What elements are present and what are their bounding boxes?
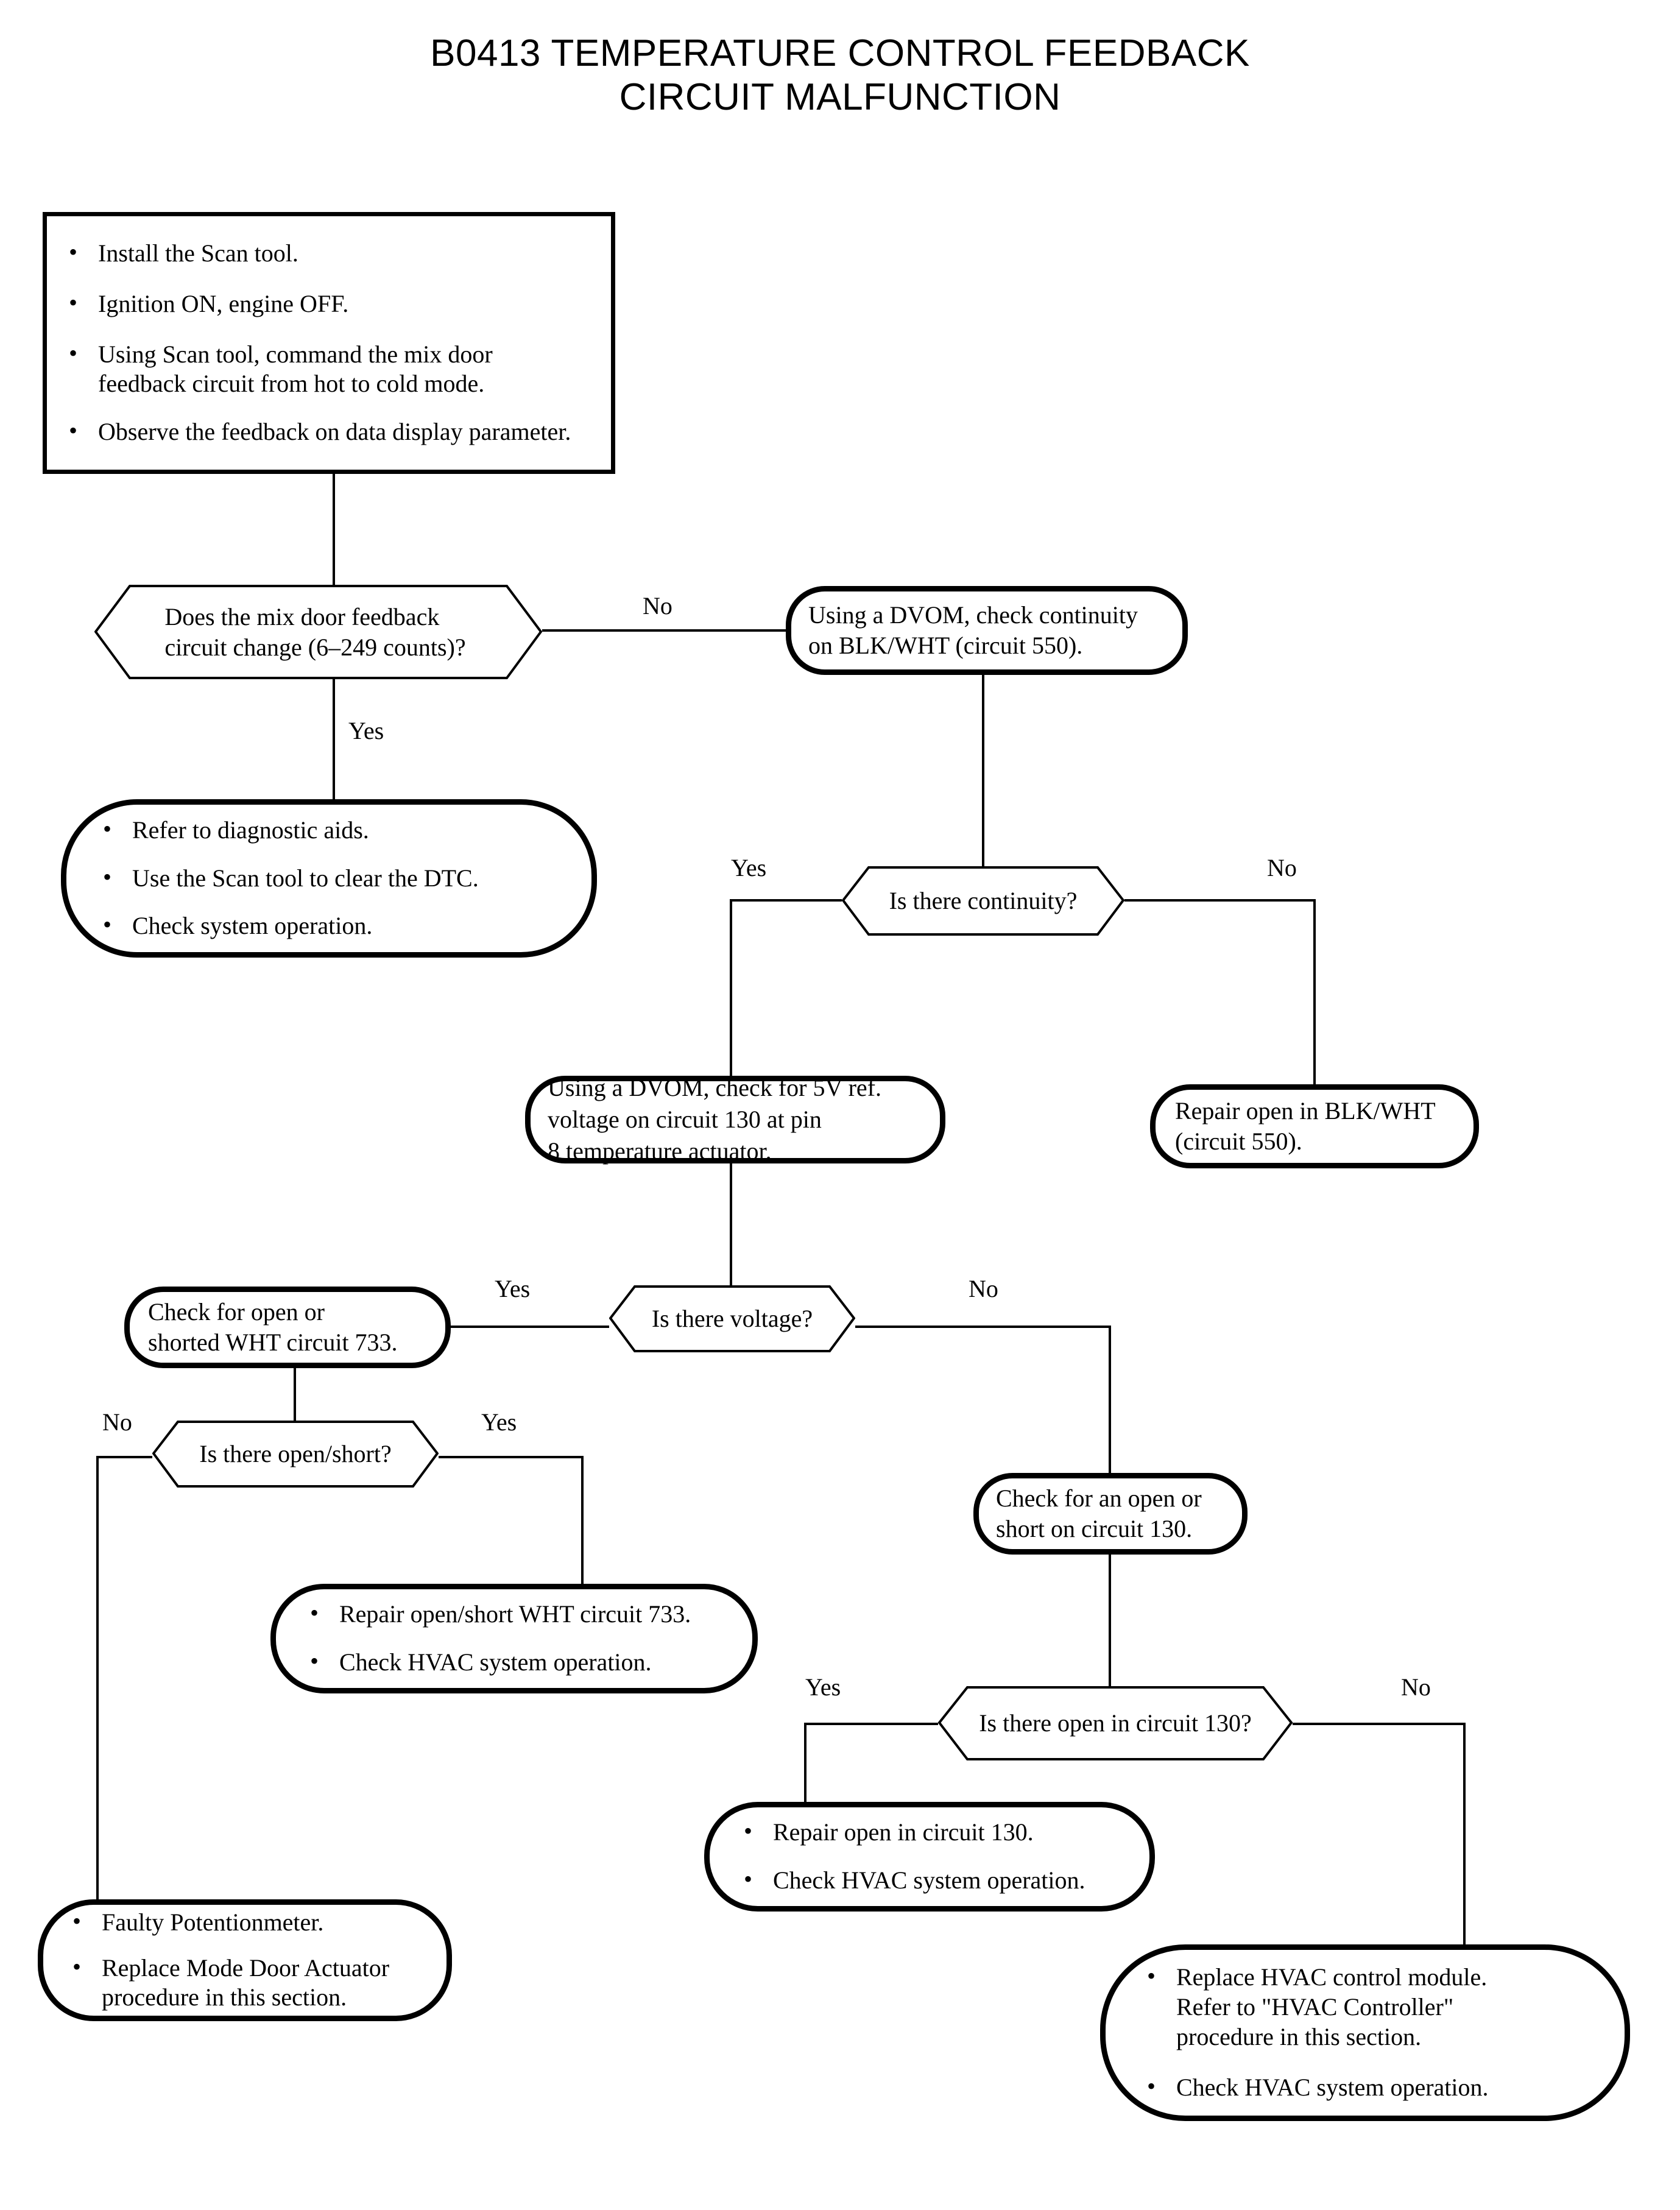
edge-label-openshort-no: No [102, 1408, 132, 1436]
wire-open130-yes [804, 1723, 938, 1802]
list-item: Observe the feedback on data display par… [60, 416, 599, 447]
node-text: Using a DVOM, check for 5V ref. voltage … [548, 1074, 882, 1165]
node-text: Check for an open or short on circuit 13… [996, 1484, 1202, 1542]
wire-openshort-no [96, 1456, 152, 1920]
edge-label-openshort-yes: Yes [481, 1408, 517, 1436]
list-item: Install the Scan tool. [60, 238, 599, 269]
node-repair-wht-733: Repair open/short WHT circuit 733. Check… [270, 1584, 758, 1693]
list-item: Use the Scan tool to clear the DTC. [94, 863, 571, 894]
decision-label: Does the mix door feedback circuit chang… [164, 602, 466, 661]
decision-label: Is there continuity? [889, 887, 1078, 915]
wire-voltage-no [855, 1326, 1111, 1473]
wire-continuity-yes [730, 899, 842, 1076]
wire-continuity-no [1124, 899, 1316, 1084]
decision-is-there-open-circuit-130: Is there open in circuit 130? [938, 1686, 1293, 1760]
wire-openshort-yes [439, 1456, 584, 1584]
node-text: Check for open or shorted WHT circuit 73… [148, 1297, 398, 1356]
decision-is-there-continuity: Is there continuity? [842, 866, 1124, 936]
repair-wht733-list: Repair open/short WHT circuit 733. Check… [302, 1598, 734, 1678]
node-start-steps: Install the Scan tool. Ignition ON, engi… [43, 212, 615, 474]
decision-label: Is there open/short? [199, 1440, 392, 1468]
decision-mix-door-feedback: Does the mix door feedback circuit chang… [94, 585, 542, 679]
node-replace-hvac-module: Replace HVAC control module. Refer to "H… [1100, 1944, 1630, 2121]
repair-130-list: Repair open in circuit 130. Check HVAC s… [735, 1816, 1131, 1896]
list-item: Repair open/short WHT circuit 733. [302, 1598, 734, 1629]
list-item: Check HVAC system operation. [302, 1647, 734, 1678]
node-repair-open-circuit-130: Repair open in circuit 130. Check HVAC s… [704, 1802, 1155, 1912]
list-item: Refer to diagnostic aids. [94, 814, 571, 846]
edge-label-voltage-yes: Yes [495, 1275, 531, 1302]
edge-label-open130-no: No [1401, 1673, 1431, 1701]
node-text: Repair open in BLK/WHT (circuit 550). [1175, 1096, 1436, 1155]
list-item: Faulty Potentionmeter. [64, 1907, 431, 1938]
edge-label-mixdoor-no: No [643, 592, 672, 620]
decision-is-there-open-short: Is there open/short? [152, 1421, 439, 1488]
node-text: Using a DVOM, check continuity on BLK/WH… [808, 601, 1138, 659]
node-check-wht-733: Check for open or shorted WHT circuit 73… [124, 1287, 451, 1368]
list-item: Ignition ON, engine OFF. [60, 288, 599, 319]
list-item: Check HVAC system operation. [1138, 2072, 1604, 2103]
replace-hvac-list: Replace HVAC control module. Refer to "H… [1138, 1961, 1604, 2103]
list-item: Check HVAC system operation. [735, 1865, 1131, 1896]
edge-label-open130-yes: Yes [805, 1673, 841, 1701]
decision-is-there-voltage: Is there voltage? [609, 1285, 855, 1352]
start-steps-list: Install the Scan tool. Ignition ON, engi… [60, 238, 599, 447]
faulty-pot-list: Faulty Potentionmeter. Replace Mode Door… [64, 1907, 431, 2013]
decision-label: Is there open in circuit 130? [979, 1709, 1252, 1737]
node-faulty-potentiometer: Faulty Potentionmeter. Replace Mode Door… [38, 1899, 452, 2021]
edge-label-mixdoor-yes: Yes [348, 717, 384, 744]
page-title: B0413 TEMPERATURE CONTROL FEEDBACK CIRCU… [430, 32, 1250, 118]
node-check-continuity: Using a DVOM, check continuity on BLK/WH… [786, 586, 1188, 675]
node-diagnostic-aids: Refer to diagnostic aids. Use the Scan t… [61, 799, 597, 958]
node-repair-open-blkwht: Repair open in BLK/WHT (circuit 550). [1150, 1084, 1479, 1168]
list-item: Replace HVAC control module. Refer to "H… [1138, 1961, 1604, 2052]
list-item: Replace Mode Door Actuator procedure in … [64, 1952, 431, 2013]
list-item: Repair open in circuit 130. [735, 1816, 1131, 1848]
edge-label-continuity-no: No [1267, 854, 1297, 881]
wire-open130-no [1293, 1723, 1466, 1944]
list-item: Check system operation. [94, 910, 571, 941]
diagnostic-aids-list: Refer to diagnostic aids. Use the Scan t… [94, 814, 571, 941]
decision-label: Is there voltage? [651, 1305, 813, 1333]
list-item: Using Scan tool, command the mix door fe… [60, 339, 599, 400]
node-check-5v-ref: Using a DVOM, check for 5V ref. voltage … [525, 1074, 945, 1165]
edge-label-voltage-no: No [969, 1275, 998, 1302]
edge-label-continuity-yes: Yes [731, 854, 767, 881]
node-check-circuit-130: Check for an open or short on circuit 13… [973, 1473, 1248, 1555]
